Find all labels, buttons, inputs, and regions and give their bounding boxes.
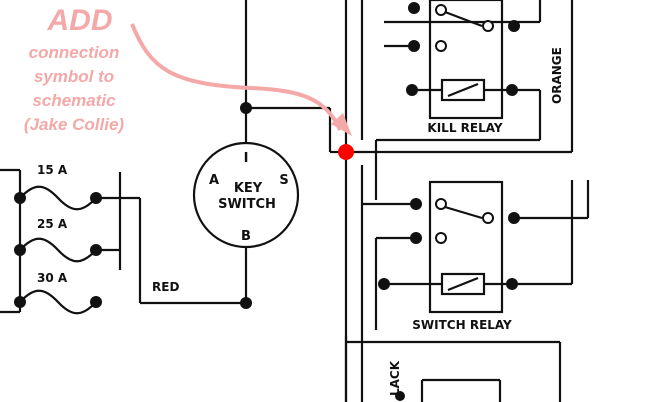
switch-relay: SWITCH RELAY: [344, 180, 590, 402]
switch-relay-box: [428, 180, 504, 314]
key-terminal-s: S: [279, 173, 288, 188]
fuse-30a: 30 A: [14, 271, 102, 315]
junction-dot: [240, 297, 252, 309]
fuse-block: 15 A 25 A 30 A: [0, 163, 140, 315]
annotation-title: ADD: [47, 4, 113, 37]
annotation-line-2: symbol to: [34, 67, 114, 86]
annotation-line-3: schematic: [32, 91, 116, 110]
fuse-25a: 25 A: [14, 217, 120, 263]
annotation-arrow: [130, 23, 342, 131]
annotation: ADD connection symbol to schematic (Jake…: [24, 4, 354, 160]
junction-dot: [240, 102, 252, 114]
switch-relay-label: SWITCH RELAY: [412, 318, 512, 332]
key-switch: I A S B KEY SWITCH: [192, 141, 300, 249]
wire-label-black: LACK: [388, 360, 402, 396]
key-terminal-a: A: [209, 173, 219, 188]
annotation-arrowhead-icon: [331, 113, 352, 136]
kill-relay-label: KILL RELAY: [427, 121, 502, 135]
annotation-line-4: (Jake Collie): [24, 115, 124, 134]
kill-relay: KILL RELAY: [374, 0, 542, 200]
annotation-line-1: connection: [29, 43, 120, 62]
key-terminal-i: I: [244, 151, 249, 166]
wire-label-orange: ORANGE: [550, 47, 564, 104]
fuse-label-25a: 25 A: [37, 217, 68, 231]
wire-label-red: RED: [152, 280, 179, 294]
key-terminal-b: B: [241, 229, 251, 244]
fuse-label-30a: 30 A: [37, 271, 68, 285]
fuse-15a: 15 A: [14, 163, 120, 211]
connection-marker: [338, 144, 354, 160]
lower-component: LACK: [388, 360, 502, 402]
fuse-label-15a: 15 A: [37, 163, 68, 177]
key-switch-label-1: KEY: [234, 181, 263, 196]
key-switch-label-2: SWITCH: [218, 197, 276, 212]
kill-relay-box: [428, 0, 504, 120]
